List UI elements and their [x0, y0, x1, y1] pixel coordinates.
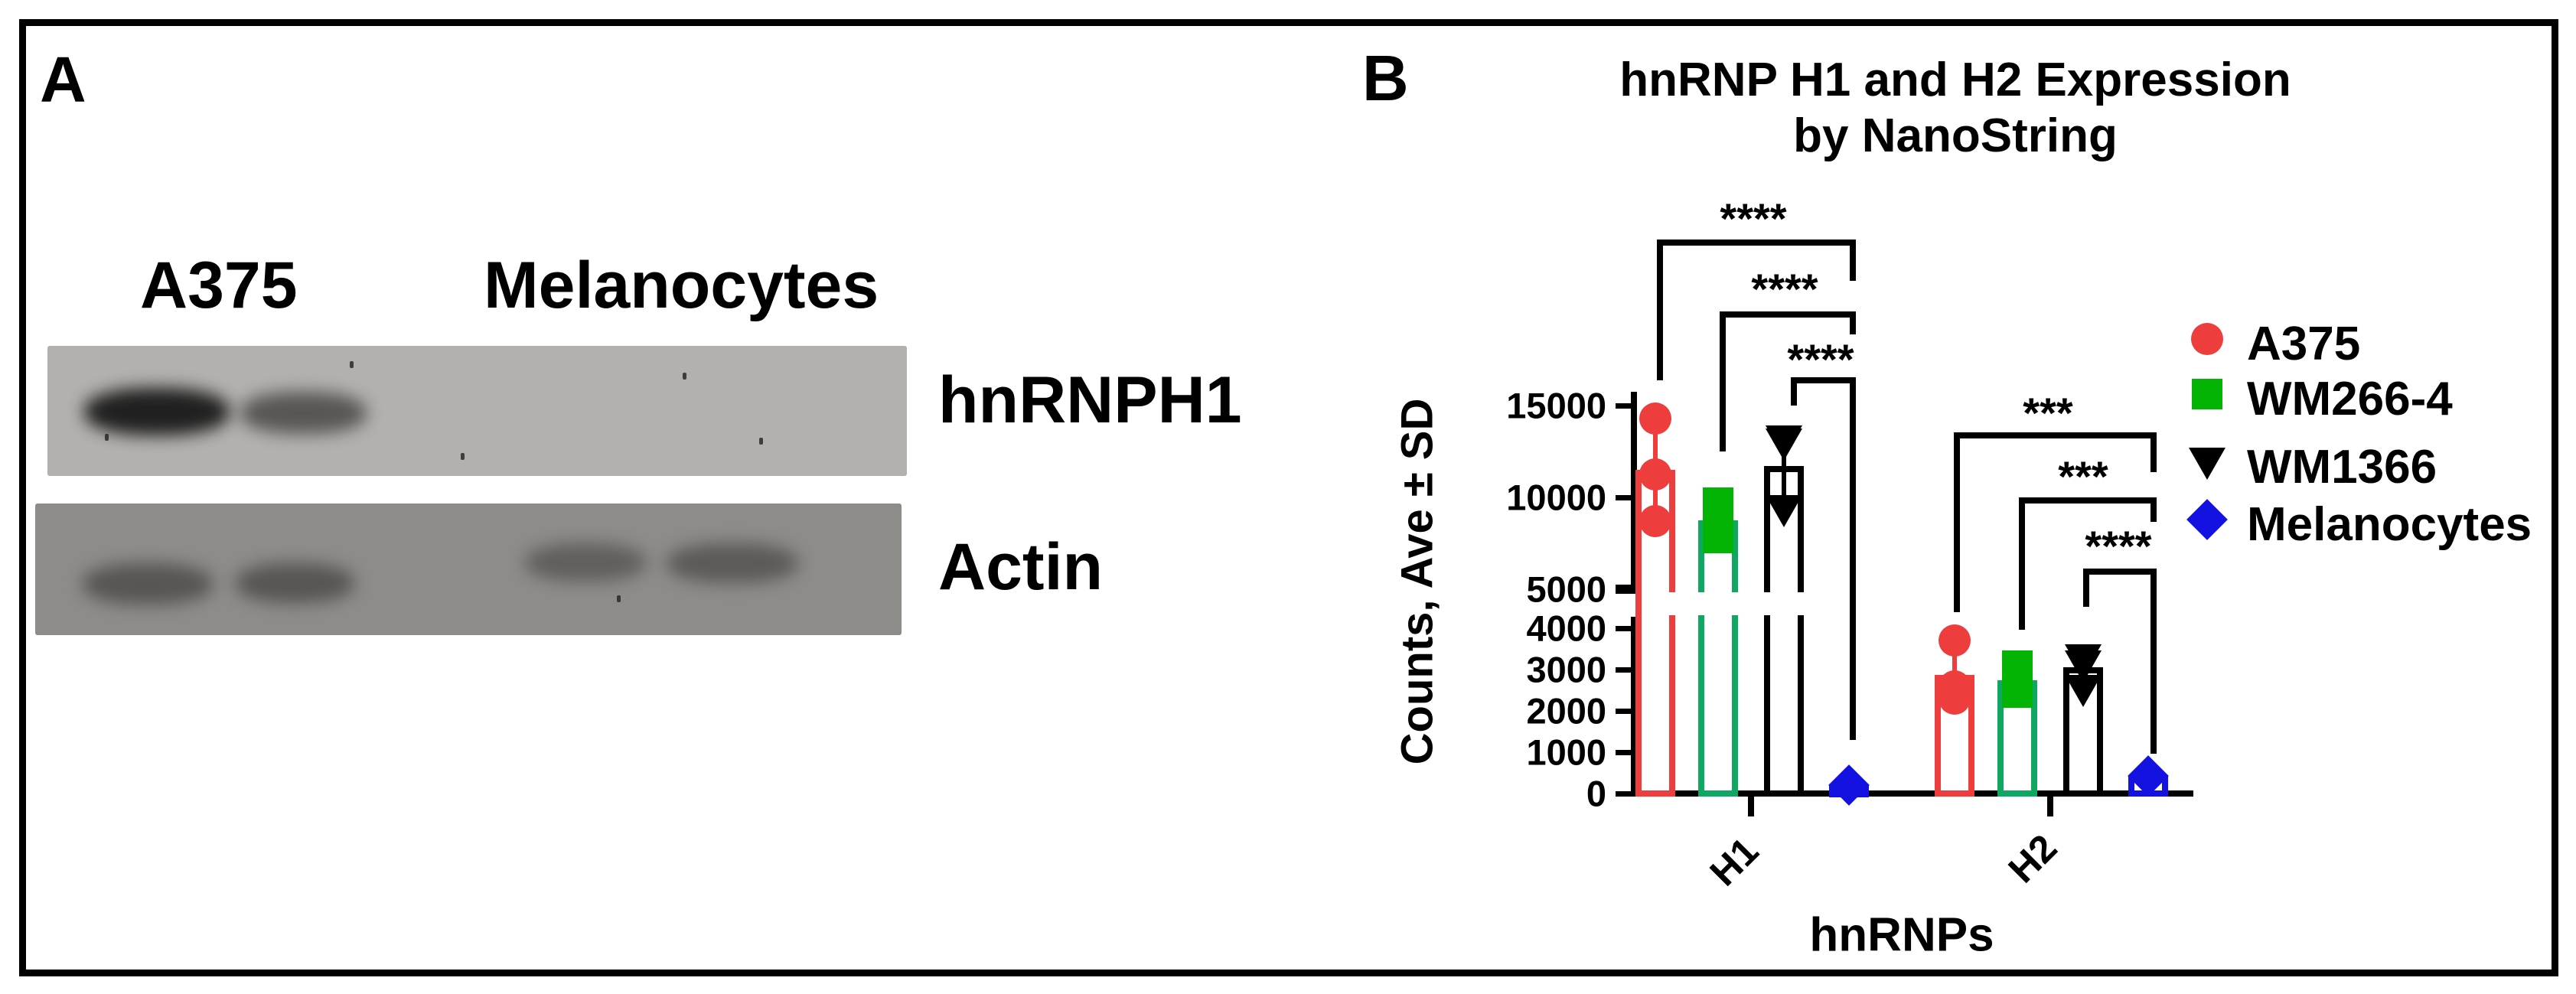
y-tick-mark	[1616, 495, 1637, 500]
band-actin-a375-lane1	[83, 563, 213, 605]
bar-WM266-4-H1	[1698, 520, 1738, 797]
significance-bracket-right-drop	[1850, 240, 1856, 281]
point-circle-A375	[1639, 458, 1671, 490]
y-tick-label: 10000	[1506, 477, 1606, 518]
lane-label-melanocytes: Melanocytes	[484, 249, 879, 322]
significance-bracket-bar	[1791, 377, 1856, 383]
significance-bracket-left-drop	[1791, 377, 1797, 406]
point-triangle-down-WM1366	[1766, 494, 1802, 527]
significance-bracket-right-drop	[2150, 432, 2157, 472]
legend-label-WM1366: WM1366	[2247, 441, 2437, 494]
y-tick-label: 3000	[1526, 649, 1606, 690]
y-tick-label: 15000	[1506, 385, 1606, 426]
y-tick-mark	[1616, 403, 1637, 409]
error-bar-A375-H2	[1952, 640, 1957, 699]
panel-a-label: A	[40, 44, 86, 116]
blot-label-actin: Actin	[938, 530, 1103, 604]
y-tick-label: 1000	[1526, 732, 1606, 773]
significance-bracket-left-drop	[1657, 240, 1663, 380]
blot-speckle	[350, 361, 354, 368]
x-axis-label: hnRNPs	[1809, 908, 1994, 962]
y-tick-label: 4000	[1526, 608, 1606, 649]
blot-speckle	[105, 434, 109, 441]
y-tick-label: 0	[1586, 773, 1606, 814]
point-circle-A375	[1639, 402, 1671, 435]
point-circle-A375	[1939, 682, 1971, 715]
significance-bracket-left-drop	[2019, 497, 2025, 630]
legend-marker-circle	[2191, 323, 2223, 355]
y-axis-lower-segment	[1631, 617, 1637, 797]
chart-title-line1: hnRNP H1 and H2 Expression	[1619, 54, 2291, 106]
blot-speckle	[617, 595, 621, 602]
significance-bracket-left-drop	[1954, 432, 1960, 612]
blot-hnrnph1-image	[47, 346, 907, 476]
significance-bracket-left-drop	[2083, 569, 2089, 607]
band-actin-melanocytes-lane1	[525, 543, 646, 582]
blot-speckle	[683, 373, 686, 380]
point-circle-A375	[1939, 624, 1971, 657]
significance-bracket-bar	[2019, 497, 2157, 504]
figure-border	[19, 19, 2558, 976]
point-square-WM266-4	[1703, 522, 1733, 553]
chart-title-line2: by NanoString	[1793, 109, 2118, 163]
point-square-WM266-4	[2002, 676, 2033, 708]
legend-marker-triangle-down	[2189, 448, 2225, 480]
significance-bracket-right-drop	[2150, 497, 2157, 522]
band-hnrnph1-a375-lane1	[84, 388, 230, 435]
significance-bracket-right-drop	[1850, 377, 1856, 740]
band-actin-melanocytes-lane2	[667, 543, 798, 583]
significance-stars: ****	[1787, 335, 1854, 383]
significance-bracket-bar	[1720, 311, 1856, 318]
significance-stars: ****	[1751, 265, 1818, 313]
significance-stars: ***	[2023, 389, 2073, 437]
significance-stars: ***	[2058, 452, 2108, 500]
x-axis-line	[1631, 790, 2193, 797]
y-tick-mark	[1616, 587, 1637, 592]
significance-bracket-bar	[1657, 240, 1856, 246]
blot-actin-image	[35, 504, 902, 635]
y-axis-label: Counts, Ave ± SD	[1392, 398, 1443, 765]
y-tick-mark	[1616, 709, 1637, 714]
point-triangle-down-WM1366	[1766, 429, 1802, 461]
x-tick-h1	[1748, 797, 1754, 816]
blot-speckle	[759, 438, 763, 445]
significance-bracket-bar	[1954, 432, 2157, 438]
band-actin-a375-lane2	[236, 563, 354, 603]
significance-bracket-bar	[2083, 569, 2157, 575]
panel-b-label: B	[1362, 42, 1409, 114]
legend-label-WM266-4: WM266-4	[2247, 373, 2453, 425]
axis-break-band	[1642, 592, 2196, 615]
legend-label-A375: A375	[2247, 318, 2361, 370]
y-tick-label: 5000	[1526, 569, 1606, 610]
y-tick-mark	[1616, 626, 1637, 631]
significance-bracket-right-drop	[2150, 569, 2157, 754]
y-tick-mark	[1616, 791, 1637, 797]
blot-label-hnrnph1: hnRNPH1	[938, 363, 1242, 437]
legend-marker-square	[2192, 379, 2222, 409]
significance-stars: ****	[2085, 522, 2152, 570]
legend-label-Melanocytes: Melanocytes	[2247, 498, 2532, 551]
point-triangle-down-WM1366	[2065, 675, 2102, 707]
lane-label-a375: A375	[140, 249, 298, 322]
point-circle-A375	[1639, 505, 1671, 538]
error-bar-WM1366-H1	[1782, 440, 1786, 510]
band-hnrnph1-a375-lane2	[240, 392, 367, 434]
y-axis-upper-segment	[1631, 392, 1637, 592]
significance-bracket-left-drop	[1720, 311, 1726, 451]
y-tick-mark	[1616, 667, 1637, 673]
x-tick-h2	[2047, 797, 2053, 816]
y-tick-label: 2000	[1526, 690, 1606, 732]
y-tick-mark	[1616, 750, 1637, 755]
significance-stars: ****	[1720, 194, 1787, 243]
chart-title: hnRNP H1 and H2 Expression by NanoString	[1561, 52, 2349, 164]
significance-bracket-right-drop	[1850, 311, 1856, 334]
blot-speckle	[461, 453, 465, 460]
